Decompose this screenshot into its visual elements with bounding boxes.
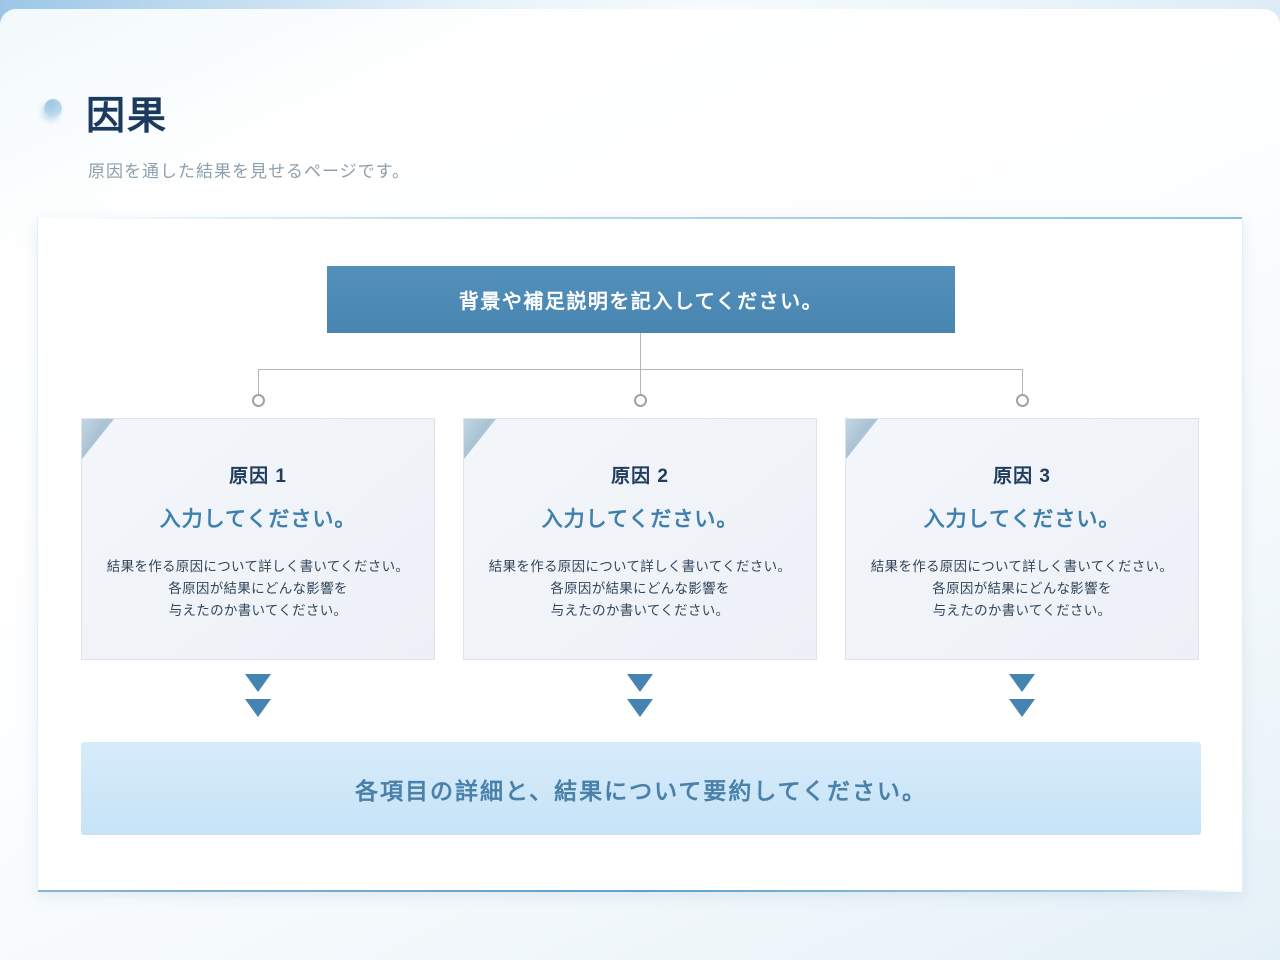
folded-corner-icon <box>846 419 878 459</box>
arrow-down-icon <box>245 699 271 717</box>
arrow-down-icon <box>627 674 653 692</box>
folded-corner-icon <box>464 419 496 459</box>
connector-root-line <box>640 333 641 370</box>
cause-effect-board: 背景や補足説明を記入してください。 原因 1 入力してください。 結果を作る原因… <box>37 217 1243 892</box>
connector-node-icon <box>1016 394 1029 407</box>
background-text-box[interactable]: 背景や補足説明を記入してください。 <box>327 266 955 333</box>
cause-card-2[interactable]: 原因 2 入力してください。 結果を作る原因について詳しく書いてください。 各原… <box>463 418 817 660</box>
cause-description: 結果を作る原因について詳しく書いてください。 各原因が結果にどんな影響を 与えた… <box>488 559 792 618</box>
connector-node-icon <box>634 394 647 407</box>
arrow-down-icon <box>1009 674 1035 692</box>
folded-corner-icon <box>82 419 114 459</box>
cause-description: 結果を作る原因について詳しく書いてください。 各原因が結果にどんな影響を 与えた… <box>870 559 1174 618</box>
slide-canvas: 因果 原因を通した結果を見せるページです。 背景や補足説明を記入してください。 … <box>0 9 1280 960</box>
summary-text-box[interactable]: 各項目の詳細と、結果について要約してください。 <box>81 742 1201 835</box>
summary-text-box-label: 各項目の詳細と、結果について要約してください。 <box>354 777 927 804</box>
page-subtitle: 原因を通した結果を見せるページです。 <box>88 162 410 181</box>
arrow-down-icon <box>627 699 653 717</box>
arrow-column-3 <box>845 674 1199 717</box>
cause-label: 原因 1 <box>229 466 287 487</box>
cause-placeholder-text: 入力してください。 <box>159 508 357 531</box>
connector-stub-line-1 <box>258 369 259 395</box>
cause-label: 原因 3 <box>993 466 1051 487</box>
arrow-column-2 <box>463 674 817 717</box>
cause-placeholder-text: 入力してください。 <box>541 508 739 531</box>
cause-cards-row: 原因 1 入力してください。 結果を作る原因について詳しく書いてください。 各原… <box>81 418 1199 660</box>
arrow-down-icon <box>245 674 271 692</box>
cause-card-1[interactable]: 原因 1 入力してください。 結果を作る原因について詳しく書いてください。 各原… <box>81 418 435 660</box>
cause-label: 原因 2 <box>611 466 669 487</box>
connector-node-icon <box>252 394 265 407</box>
cause-placeholder-text: 入力してください。 <box>923 508 1121 531</box>
connector-stub-line-3 <box>1022 369 1023 395</box>
arrows-row <box>81 674 1199 717</box>
cause-card-3[interactable]: 原因 3 入力してください。 結果を作る原因について詳しく書いてください。 各原… <box>845 418 1199 660</box>
connector-stub-line-2 <box>640 369 641 395</box>
cause-description: 結果を作る原因について詳しく書いてください。 各原因が結果にどんな影響を 与えた… <box>106 559 410 618</box>
title-bullet-dot-icon <box>44 99 62 117</box>
arrow-column-1 <box>81 674 435 717</box>
page-title: 因果 <box>86 95 169 138</box>
background-text-box-label: 背景や補足説明を記入してください。 <box>458 291 824 313</box>
arrow-down-icon <box>1009 699 1035 717</box>
